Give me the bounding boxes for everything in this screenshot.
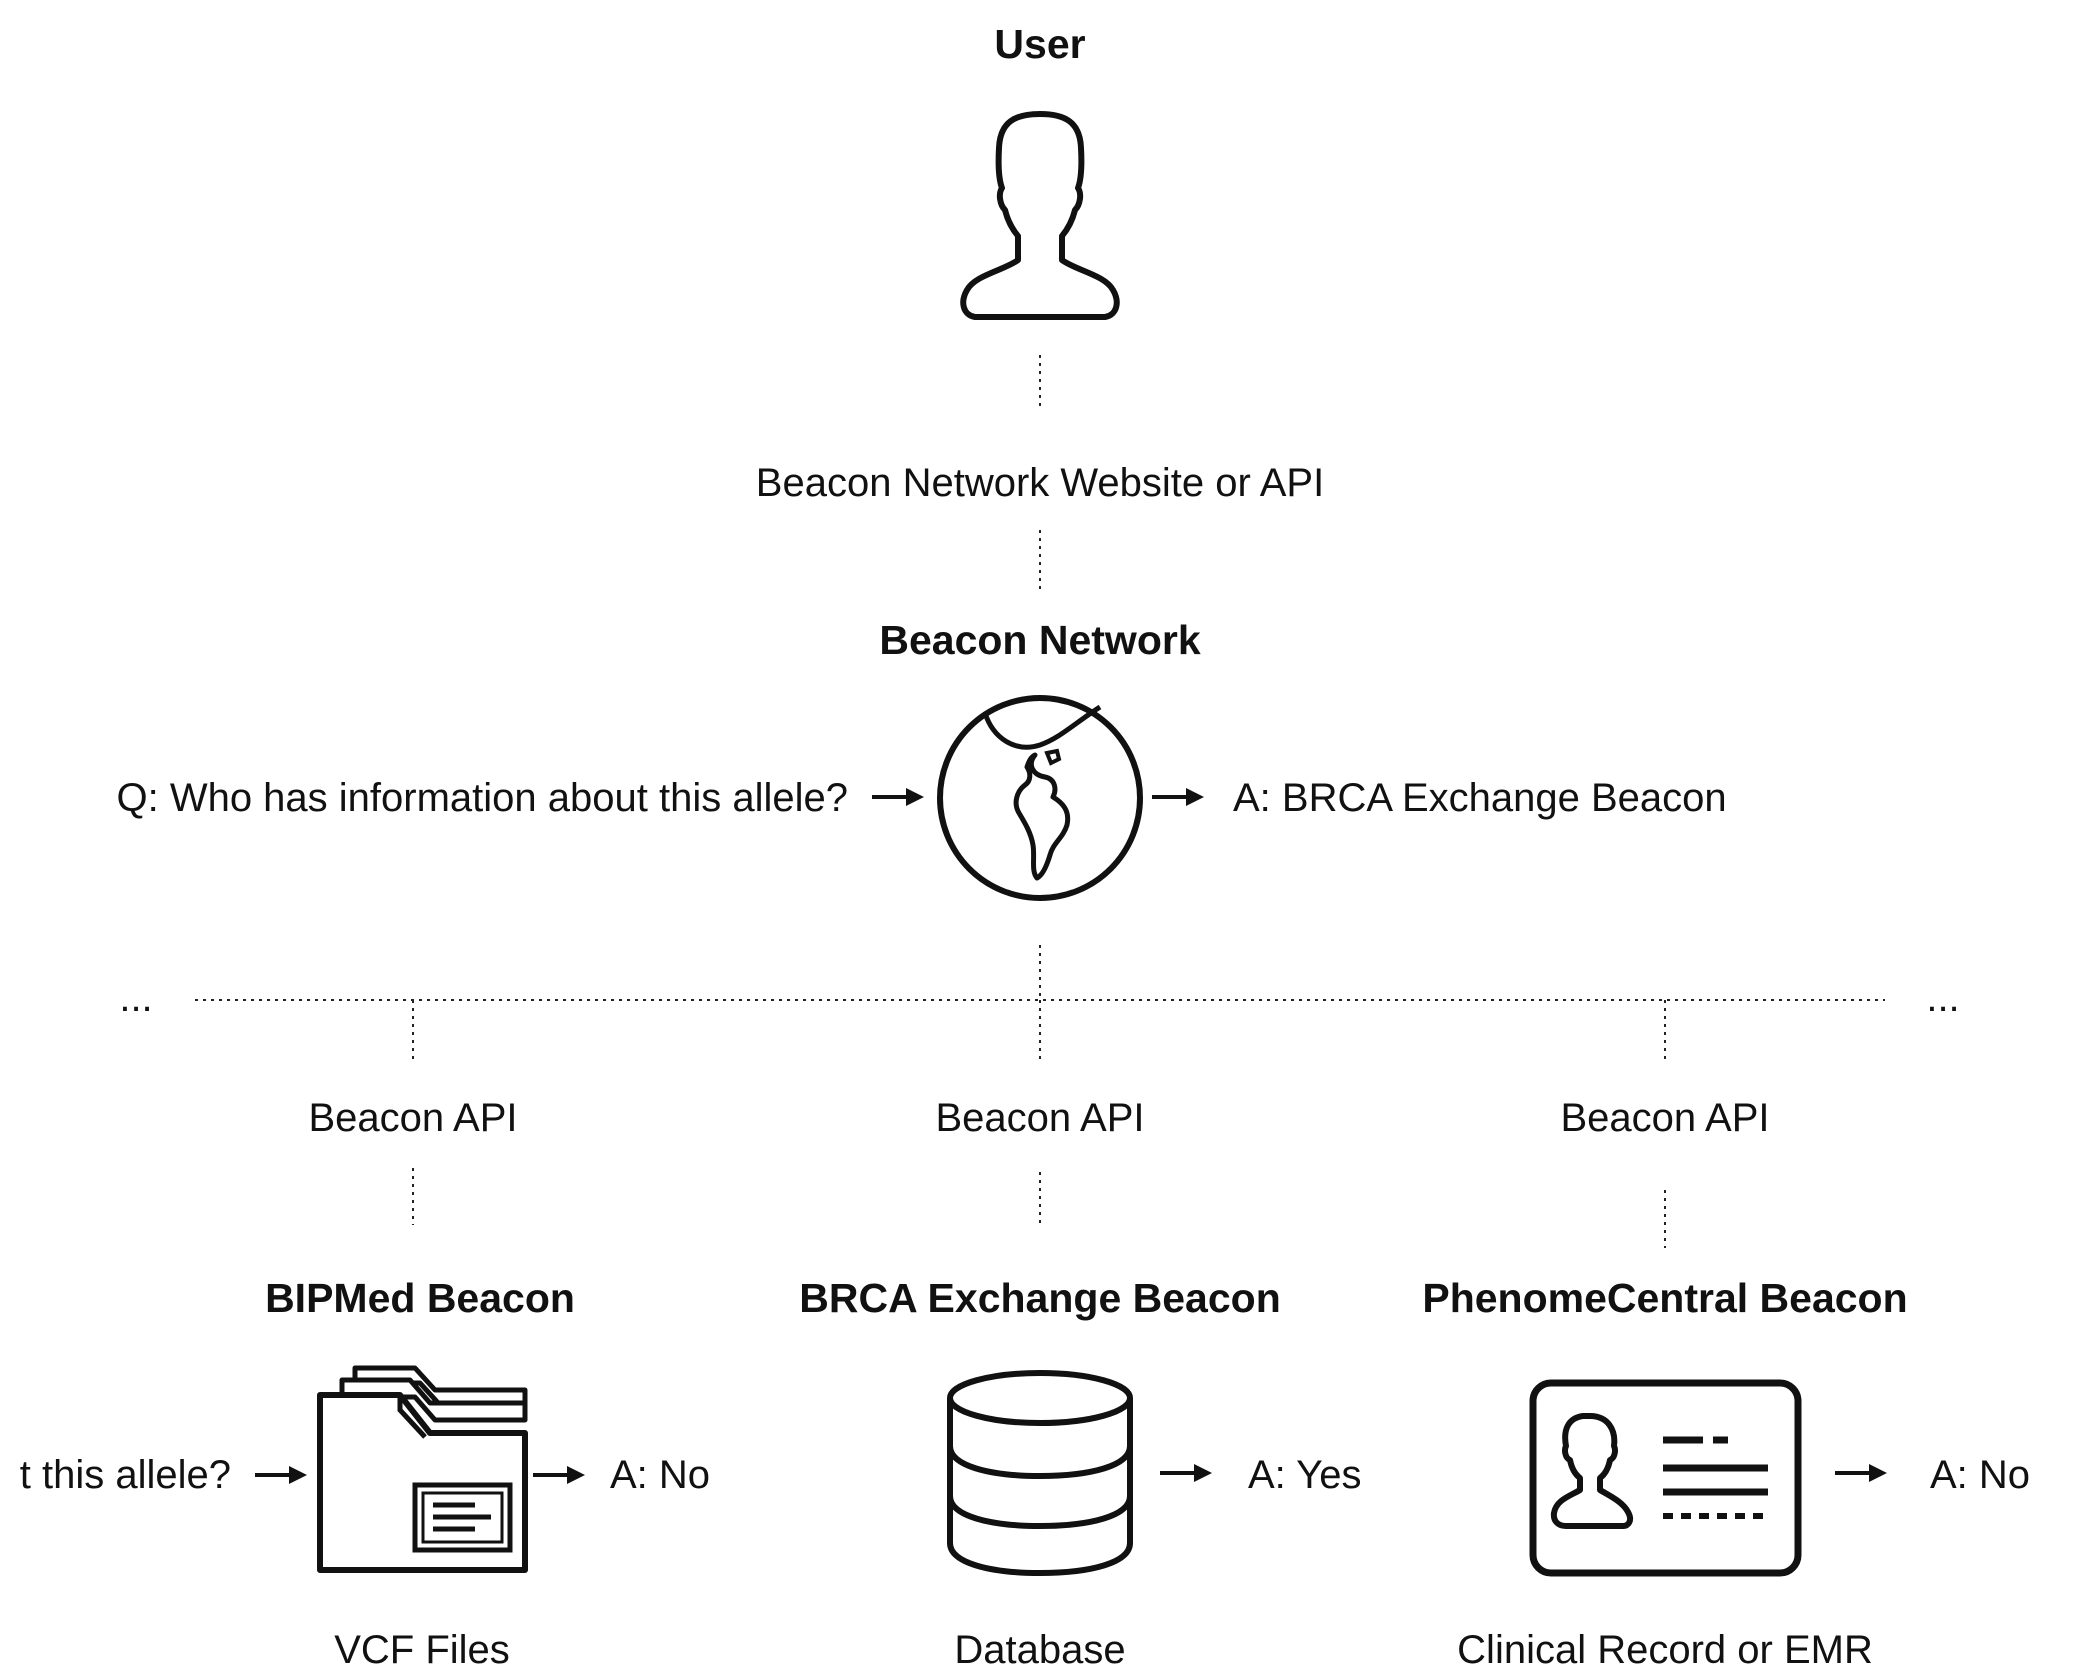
arrow-brca-to-answer [1160,1464,1212,1482]
bipmed-storage-label: VCF Files [334,1628,510,1672]
bipmed-question-fragment: t this allele? [19,1453,231,1497]
ellipsis-left: ... [119,976,153,1020]
phenome-answer: A: No [1930,1453,2031,1497]
bipmed-answer: A: No [610,1453,711,1497]
user-title: User [994,21,1086,67]
beacon-api-label-2: Beacon API [935,1096,1145,1140]
beacon-api-label-1: Beacon API [308,1096,518,1140]
network-answer: A: BRCA Exchange Beacon [1233,776,1727,820]
ellipsis-right: ... [1926,976,1960,1020]
brca-beacon-title: BRCA Exchange Beacon [799,1275,1281,1321]
beacon-api-label-3: Beacon API [1560,1096,1770,1140]
brca-storage-label: Database [954,1628,1126,1672]
arrow-phenome-to-answer [1835,1464,1887,1482]
phenome-beacon-title: PhenomeCentral Beacon [1422,1275,1908,1321]
bipmed-beacon-title: BIPMed Beacon [265,1275,575,1321]
network-title: Beacon Network [879,617,1201,663]
arrow-question-to-bipmed [255,1466,307,1484]
network-question: Q: Who has information about this allele… [116,776,848,820]
user-silhouette-icon [960,111,1120,320]
database-icon [947,1370,1133,1577]
arrow-network-to-answer [1152,788,1204,806]
folder-files-icon [317,1365,528,1573]
website-api-label: Beacon Network Website or API [755,461,1325,505]
phenome-storage-label: Clinical Record or EMR [1457,1628,1873,1672]
id-card-icon [1529,1379,1802,1577]
arrow-question-to-network [872,788,924,806]
globe-icon [937,695,1143,901]
brca-answer: A: Yes [1248,1453,1362,1497]
arrow-bipmed-to-answer [533,1466,585,1484]
